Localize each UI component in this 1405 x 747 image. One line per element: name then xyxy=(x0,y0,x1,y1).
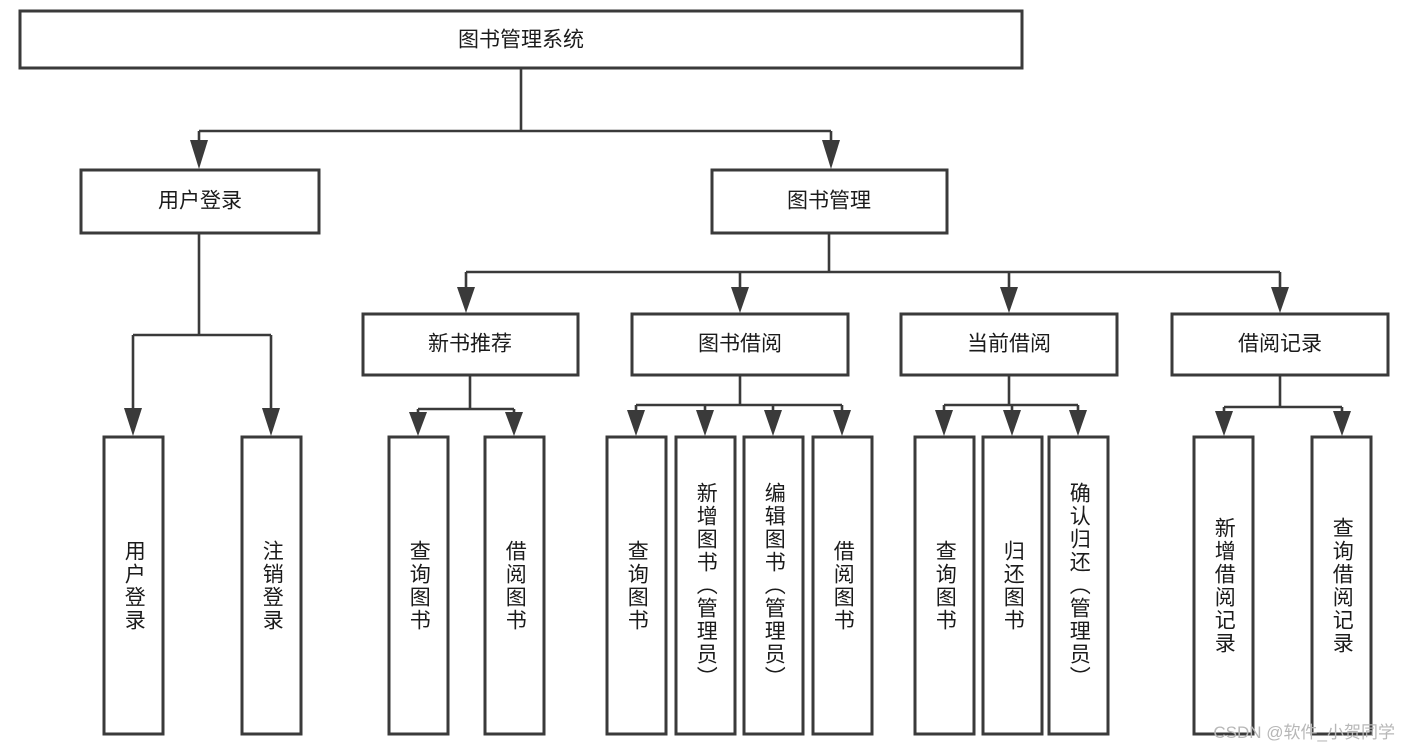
arrow-head-icon xyxy=(935,410,953,436)
node-box-leaf-query-book-current[interactable] xyxy=(913,435,976,736)
node-box-current-borrow[interactable] xyxy=(899,312,1119,377)
node-box-leaf-return-book[interactable] xyxy=(981,435,1044,736)
arrow-head-icon xyxy=(505,412,523,436)
node-label-current-borrow: 当前借阅 xyxy=(967,333,1051,356)
node-box-leaf-borrow-book[interactable] xyxy=(811,435,874,736)
arrow-head-icon xyxy=(409,412,427,436)
arrow-head-icon xyxy=(1333,411,1351,436)
node-box-leaf-logout[interactable] xyxy=(240,435,303,736)
arrow-head-icon xyxy=(1271,287,1289,313)
arrow-head-icon xyxy=(262,408,280,436)
arrow-head-icon xyxy=(822,140,840,169)
arrow-head-icon xyxy=(1003,410,1021,436)
node-box-leaf-user-login[interactable] xyxy=(102,435,165,736)
arrow-head-icon xyxy=(1069,410,1087,436)
connector-group-new-book-recommend xyxy=(409,375,523,436)
node-label-book-manage: 图书管理 xyxy=(787,190,871,213)
node-label-new-book-recommend: 新书推荐 xyxy=(428,333,512,356)
node-box-new-book-recommend[interactable] xyxy=(361,312,580,377)
connector-group-book-borrow xyxy=(627,375,851,436)
node-box-user-login[interactable] xyxy=(79,168,321,235)
connector-group-user-login xyxy=(124,233,280,436)
node-label-root: 图书管理系统 xyxy=(458,29,584,52)
arrow-head-icon xyxy=(457,287,475,313)
node-box-leaf-add-borrow-record[interactable] xyxy=(1192,435,1255,736)
node-box-root[interactable] xyxy=(18,9,1024,70)
node-label-book-borrow: 图书借阅 xyxy=(698,333,782,356)
node-box-leaf-query-borrow-record[interactable] xyxy=(1310,435,1373,736)
watermark-text: CSDN @软件_小贺同学 xyxy=(1213,723,1395,742)
arrow-head-icon xyxy=(1215,411,1233,436)
connector-group-root xyxy=(190,68,840,169)
node-box-book-borrow[interactable] xyxy=(630,312,850,377)
arrow-head-icon xyxy=(731,287,749,313)
arrow-head-icon xyxy=(833,410,851,436)
arrow-head-icon xyxy=(190,140,208,169)
node-label-borrow-record: 借阅记录 xyxy=(1238,333,1322,356)
node-box-leaf-confirm-return-admin[interactable] xyxy=(1047,435,1110,736)
node-box-leaf-query-book-borrow[interactable] xyxy=(605,435,668,736)
node-box-borrow-record[interactable] xyxy=(1170,312,1390,377)
node-box-book-manage[interactable] xyxy=(710,168,949,235)
arrow-head-icon xyxy=(1000,287,1018,313)
node-box-leaf-add-book-admin[interactable] xyxy=(674,435,737,736)
arrow-head-icon xyxy=(627,410,645,436)
connector-group-current-borrow xyxy=(935,375,1087,436)
node-box-leaf-borrow-book-rec[interactable] xyxy=(483,435,546,736)
node-box-leaf-query-book-rec[interactable] xyxy=(387,435,450,736)
node-box-leaf-edit-book-admin[interactable] xyxy=(742,435,805,736)
connector-group-borrow-record xyxy=(1215,375,1351,436)
connector-group-book-manage xyxy=(457,233,1289,313)
node-label-user-login: 用户登录 xyxy=(158,190,242,213)
arrow-head-icon xyxy=(124,408,142,436)
arrow-head-icon xyxy=(764,410,782,436)
arrow-head-icon xyxy=(696,410,714,436)
